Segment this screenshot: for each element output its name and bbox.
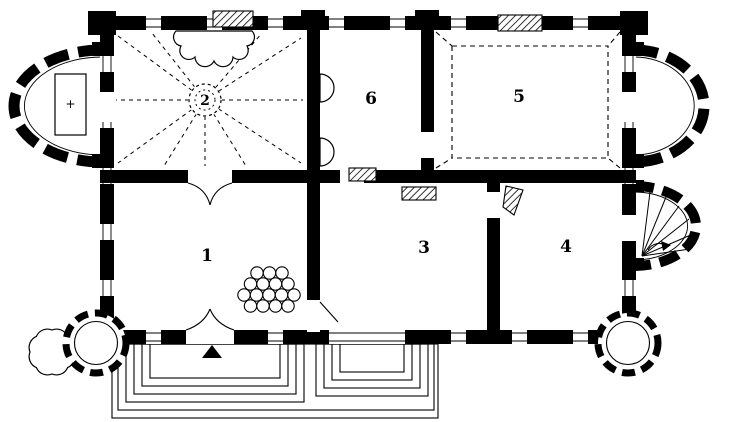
room-1-label: 1 xyxy=(201,246,213,266)
wall-niche xyxy=(319,73,335,103)
room-5-label: 5 xyxy=(513,87,525,107)
spiral-stair-treads xyxy=(641,191,694,257)
corner-tower-sw xyxy=(62,309,130,377)
door-leaf-arc xyxy=(209,308,235,331)
terrace-door xyxy=(338,330,390,344)
entrance-triangle-marker xyxy=(202,345,222,358)
dome-rays xyxy=(116,32,303,167)
dome-oculus-mask xyxy=(188,83,222,117)
spiral-stair-bay xyxy=(626,180,701,271)
stove-room3 xyxy=(401,186,437,201)
door-room3-room4 xyxy=(487,192,500,218)
ceiling-cove-rect xyxy=(451,45,609,159)
wall-niche xyxy=(319,137,335,167)
right-bay-window-line xyxy=(633,56,695,156)
corner-block-ne xyxy=(620,11,648,35)
spiral-stair-wall xyxy=(633,181,701,271)
room-3-label: 3 xyxy=(418,238,430,258)
room5-ceiling-projection xyxy=(435,31,621,169)
corner-block-nw xyxy=(88,11,116,35)
door-leaf xyxy=(319,301,339,323)
door-leaf-arc xyxy=(185,308,211,331)
main-entrance xyxy=(186,330,234,344)
ceiling-corner-line xyxy=(607,31,621,47)
ceiling-corner-line xyxy=(435,157,453,169)
ceiling-corner-line xyxy=(435,31,453,47)
corner-stove-room4 xyxy=(502,185,524,216)
spiral-stair-inner-line xyxy=(633,191,689,261)
pilaster-block xyxy=(415,10,439,19)
dome-oculus-inner xyxy=(194,89,216,111)
door-to-right-bay xyxy=(622,92,636,122)
chapel-apse-window-line xyxy=(23,56,103,156)
chapel-apse-wall xyxy=(8,44,103,168)
spiral-arrowhead xyxy=(661,241,671,251)
door-room1-room2 xyxy=(188,170,232,183)
room-2-label: 2 xyxy=(200,93,210,109)
altar xyxy=(54,73,87,136)
room-6-label: 6 xyxy=(365,89,377,109)
corner-blocks xyxy=(88,10,648,35)
pilaster-block xyxy=(301,10,325,19)
stove-room6 xyxy=(348,167,377,182)
tiled-stove-room1 xyxy=(237,266,301,313)
door-leaf-arc xyxy=(209,182,233,206)
door-leaf-arc xyxy=(187,182,211,206)
right-bay-floor xyxy=(634,50,704,162)
scalloped-niche xyxy=(172,30,256,68)
door-to-chapel xyxy=(100,92,114,122)
wall-room2-room6 xyxy=(307,16,320,183)
tower-inner-line xyxy=(73,320,119,366)
ceiling-corner-line xyxy=(607,157,621,169)
room-4-label: 4 xyxy=(560,237,572,257)
tower-inner-line xyxy=(605,320,651,366)
room2-dome-projection xyxy=(116,30,303,167)
door-to-spiral-stair xyxy=(622,215,636,241)
corner-tower-se xyxy=(594,309,662,377)
altar-cross: + xyxy=(65,97,75,111)
stoves xyxy=(212,10,543,216)
door-openings xyxy=(100,92,636,358)
stove-north-room2 xyxy=(212,10,254,28)
stove-north-room5 xyxy=(497,14,543,32)
door-room1-room3 xyxy=(307,300,320,332)
dome-oculus-outer xyxy=(188,83,222,117)
room-labels: 1 2 3 4 5 6 + xyxy=(65,87,572,266)
door-room6-room5 xyxy=(421,132,434,158)
room6-niches xyxy=(319,73,335,167)
